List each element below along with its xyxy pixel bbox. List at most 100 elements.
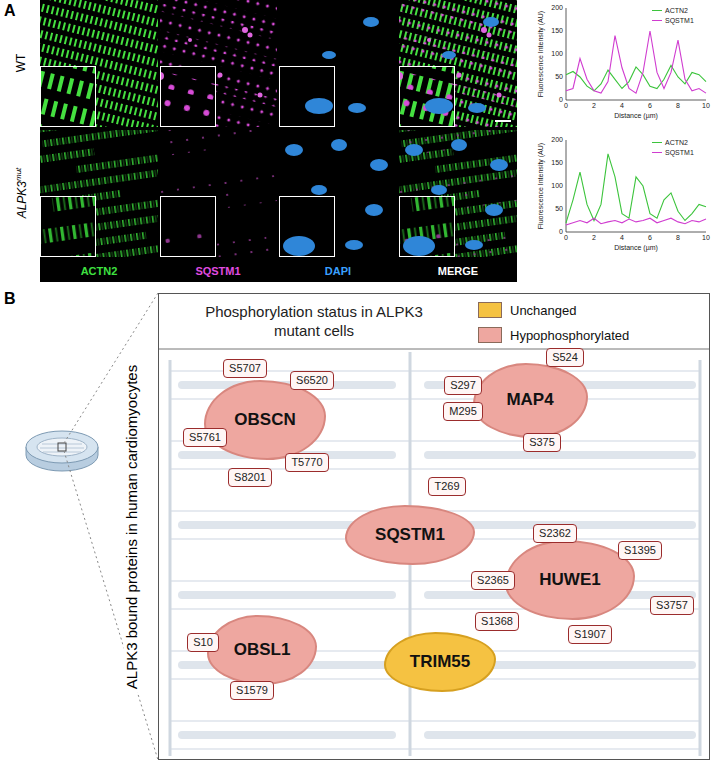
axis-text: 0	[559, 228, 563, 236]
graphic	[566, 8, 706, 100]
site-label: M295	[449, 405, 477, 417]
axis-text: 200	[551, 4, 563, 12]
culture-dish	[26, 431, 98, 471]
graphic	[245, 30, 419, 222]
graphic	[104, 0, 338, 166]
graphic	[21, 70, 476, 290]
axis-text: 8	[676, 234, 680, 242]
graphic	[0, 0, 455, 290]
superscript: mut	[14, 168, 23, 181]
axis-text: 2	[592, 102, 596, 110]
label: WT	[15, 54, 29, 73]
site-label: S1907	[574, 628, 606, 640]
axis-text: Distance (µm)	[614, 244, 658, 252]
graphic	[40, 444, 84, 452]
protein-name: OBSL1	[234, 640, 291, 660]
graphic	[170, 720, 700, 722]
graphic	[0, 0, 455, 290]
graphic	[424, 731, 696, 739]
gene-name: ALPK3	[15, 181, 29, 218]
graphic	[40, 448, 84, 449]
site-label: S3757	[656, 599, 688, 611]
protein-blob: SQSTM1	[345, 505, 475, 565]
protein-text: OBSCN	[234, 410, 295, 430]
protein-blob: HUWE1	[505, 540, 635, 620]
site-label: S2362	[539, 527, 571, 539]
graphic	[245, 30, 419, 222]
zoom-lines	[64, 293, 158, 760]
label: A	[4, 2, 16, 20]
graphic	[178, 381, 696, 739]
graphic	[260, 70, 715, 290]
site-label: S2365	[477, 574, 509, 586]
site-tag: T269	[428, 477, 465, 496]
graphic	[170, 371, 700, 749]
axis-text: Fluorescence Intensity (AU)	[537, 11, 545, 97]
site-label: S375	[529, 436, 555, 448]
protein-name: TRIM55	[410, 652, 470, 672]
axis-text: 2	[592, 234, 596, 242]
graphic	[0, 0, 455, 290]
panel-heading: Phosphorylation status in ALPK3 mutant c…	[199, 302, 429, 340]
legend-text: ACTN2	[665, 138, 688, 147]
label: B	[4, 290, 16, 308]
graphic	[400, 197, 455, 257]
legend-line	[652, 152, 662, 153]
legend-text: Hypophosphorylated	[510, 328, 629, 343]
site-label: S6520	[296, 374, 328, 386]
site-tag: S5707	[223, 359, 267, 378]
site-tag: T5770	[285, 453, 328, 472]
graphic	[161, 197, 216, 257]
graphic	[0, 70, 356, 290]
site-tag: S3757	[650, 596, 694, 615]
graphic	[64, 451, 158, 760]
protein-text: TRIM55	[410, 652, 470, 672]
graphic	[0, 70, 356, 290]
protein-text: SQSTM1	[375, 525, 445, 545]
graphic	[495, 120, 511, 122]
site-label: S1395	[624, 544, 656, 556]
site-tag: S1395	[618, 541, 662, 560]
protein-blob: MAP4	[473, 363, 588, 438]
axis-text: 0	[559, 96, 563, 104]
graphic	[245, 30, 419, 222]
graphic	[279, 66, 335, 127]
protein-blob: TRIM55	[384, 632, 496, 692]
header-rule	[158, 349, 710, 350]
axis-text: 100	[551, 182, 563, 190]
axis-text: 8	[676, 102, 680, 110]
graphic	[359, 102, 587, 272]
sarcomere	[170, 352, 700, 756]
axis-text: 10	[702, 102, 710, 110]
axis-text: Distance (µm)	[614, 112, 658, 120]
axis-text: 150	[551, 27, 563, 35]
microscopy-panel	[0, 0, 717, 290]
graphic	[41, 197, 96, 257]
protein-blob: OBSL1	[207, 615, 317, 685]
label: DAPI	[325, 265, 351, 278]
graphic	[21, 70, 476, 290]
graphic	[178, 591, 396, 599]
protein-text: HUWE1	[539, 570, 600, 590]
protein-text: OBSL1	[234, 640, 291, 660]
graphic	[170, 608, 700, 610]
site-tag: S8201	[228, 468, 272, 487]
profile-line	[566, 154, 706, 223]
graphic	[37, 438, 87, 456]
axis-text: 10	[702, 234, 710, 242]
legend-text: SQSTM1	[665, 16, 694, 25]
site-tag: S6520	[290, 371, 334, 390]
graphic	[260, 70, 715, 290]
graphic	[280, 197, 335, 257]
legend-text: ACTN2	[665, 6, 688, 15]
plot-lines	[566, 31, 706, 225]
axis-text: 50	[555, 205, 563, 213]
site-label: S1579	[236, 684, 268, 696]
site-label: S5707	[229, 362, 261, 374]
site-label: S5761	[189, 431, 221, 443]
graphic	[42, 444, 82, 445]
axis-text: 4	[620, 234, 624, 242]
legend-text: Unchanged	[510, 303, 577, 318]
